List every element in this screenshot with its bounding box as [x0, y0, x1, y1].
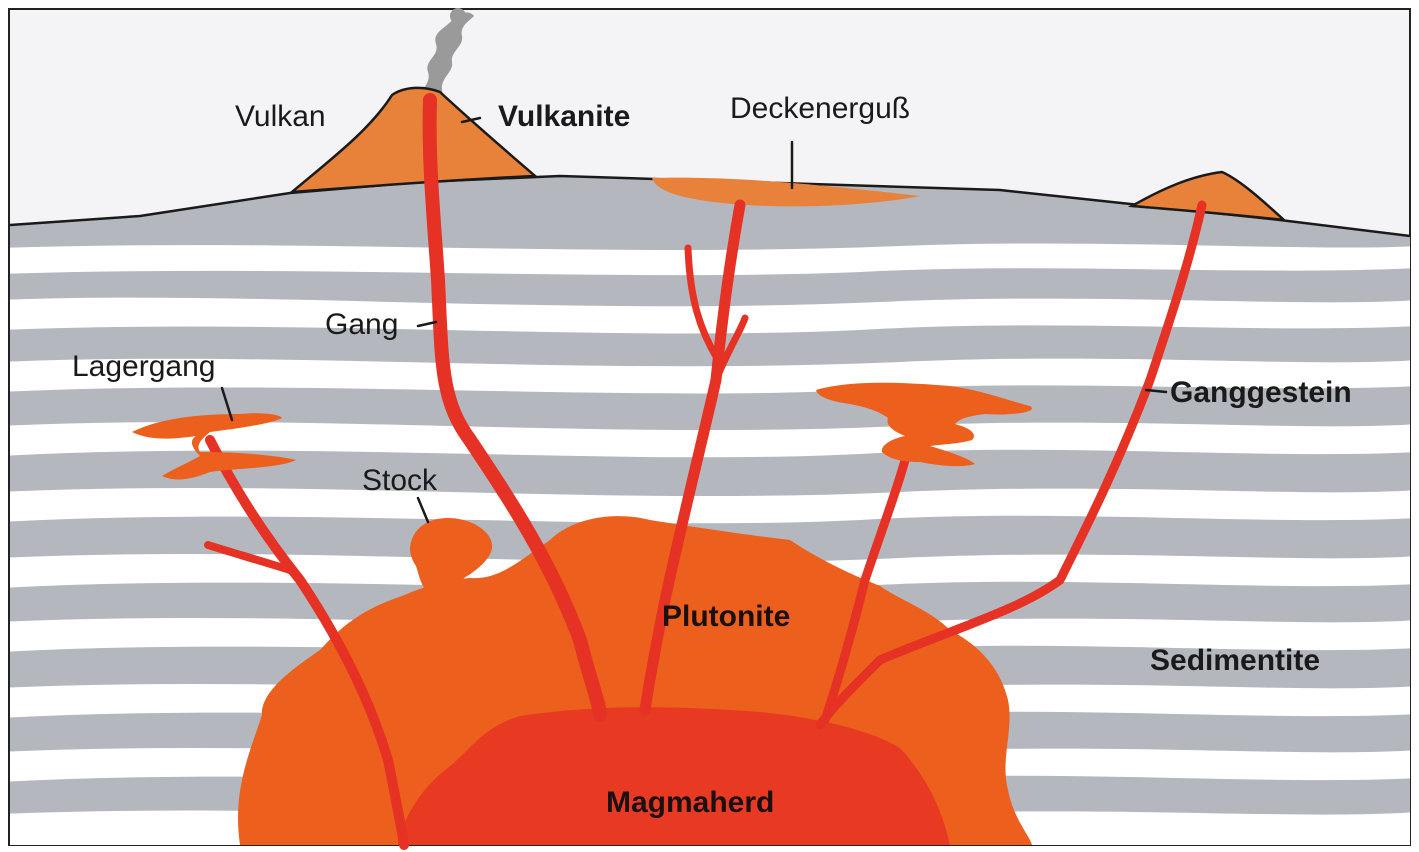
label-stock: Stock: [362, 464, 438, 497]
label-magmaherd: Magmaherd: [606, 786, 774, 819]
label-deckenerguss: Deckenerguß: [730, 92, 910, 125]
label-sedimentite: Sedimentite: [1150, 644, 1320, 677]
label-gang: Gang: [325, 308, 398, 341]
label-ganggestein: Ganggestein: [1170, 376, 1352, 409]
label-plutonite: Plutonite: [662, 600, 790, 633]
label-lagergang: Lagergang: [72, 350, 215, 383]
label-vulkan: Vulkan: [235, 100, 326, 133]
label-vulkanite: Vulkanite: [498, 100, 630, 133]
